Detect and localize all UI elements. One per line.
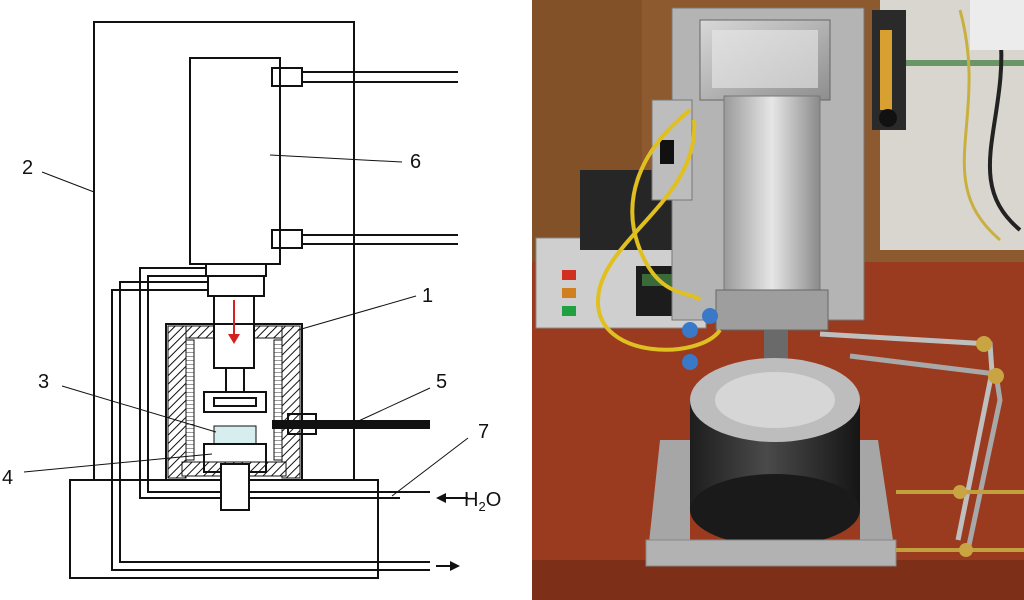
label-6: 6 (410, 151, 421, 173)
top-fitting (271, 67, 303, 87)
sample (213, 425, 257, 445)
yellow-cables (595, 108, 722, 352)
schematic-diagram: 2 6 1 3 5 7 4 H2O (2, 21, 501, 579)
piston-coupling (205, 263, 267, 277)
apparatus-photo (532, 0, 1024, 600)
load-direction-arrowhead (228, 334, 240, 344)
bottom-fitting (271, 229, 303, 249)
cooling-pipes (111, 267, 430, 571)
anvil-stem (220, 463, 250, 511)
upper-platen (203, 391, 267, 413)
label-1: 1 (422, 285, 433, 307)
label-7: 7 (478, 421, 489, 443)
label-2: 2 (22, 157, 33, 179)
water-out-arrowhead (450, 561, 460, 571)
chamber-wall-left (167, 325, 187, 479)
chamber-top-right (253, 325, 283, 339)
label-5: 5 (436, 371, 447, 393)
water-in-arrowhead (436, 493, 446, 503)
water-tubing (819, 331, 1024, 557)
leader-lines (23, 154, 469, 497)
thermocouple-rod (272, 420, 430, 429)
chamber-wall-right (281, 325, 301, 479)
chamber-top-left (185, 325, 215, 339)
actuator-cylinder (189, 57, 281, 265)
label-4: 4 (2, 467, 13, 489)
label-3: 3 (38, 371, 49, 393)
chamber-cylinder (690, 358, 860, 546)
ram-neck (225, 367, 245, 393)
rod-fitting (287, 413, 317, 435)
piston-coupling-lower (207, 275, 265, 297)
pneumatic-cylinder (723, 95, 821, 327)
label-h2o: H2O (464, 489, 501, 514)
